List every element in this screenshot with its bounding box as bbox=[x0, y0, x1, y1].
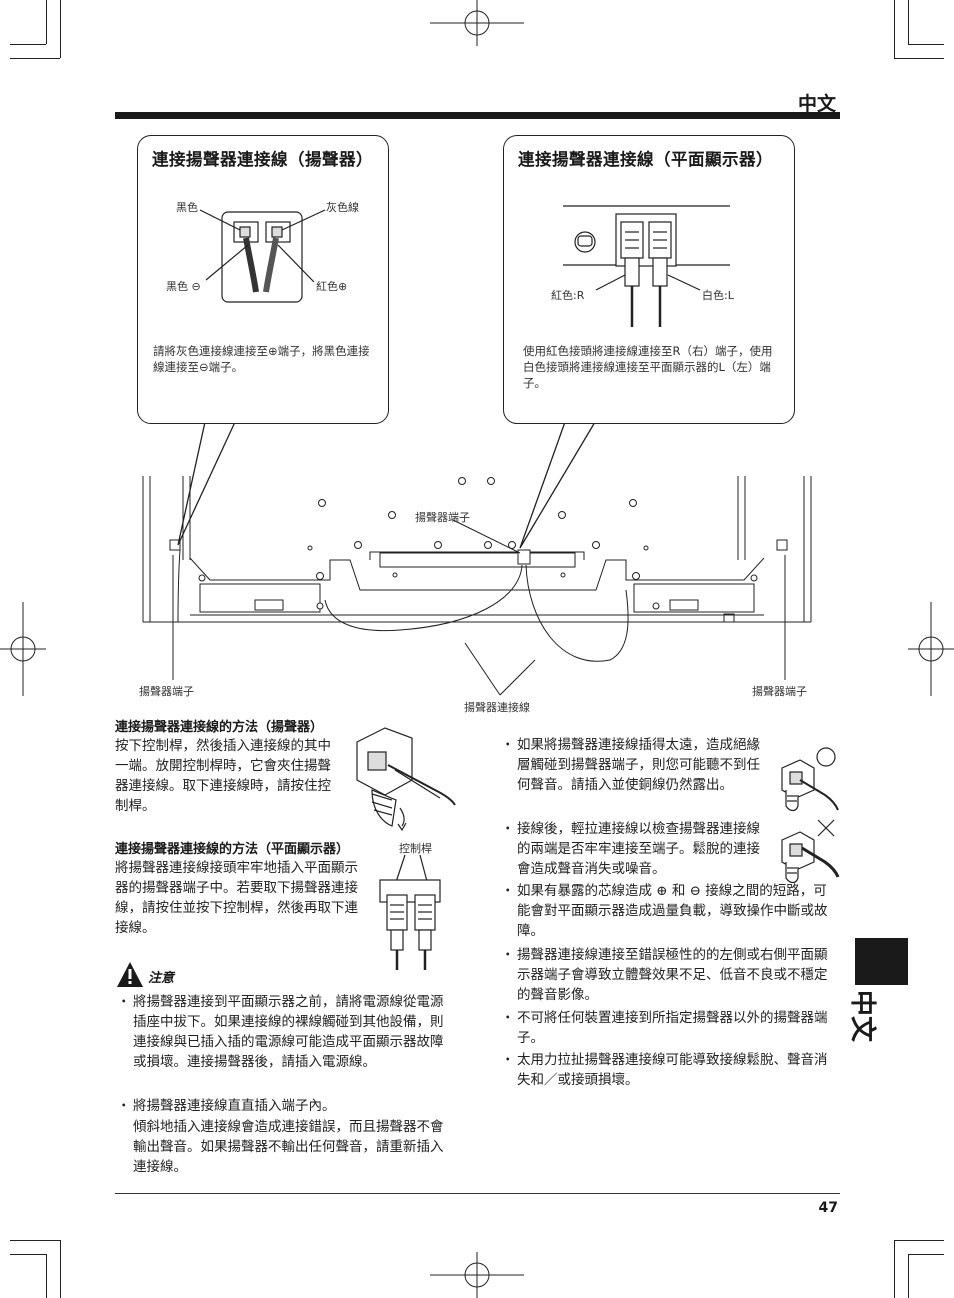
crop-mark bbox=[894, 1240, 944, 1241]
caution-item: ・ 將揚聲器連接到平面顯示器之前，請將電源線從電源插座中拔下。如果連接線的裸線觸… bbox=[117, 992, 455, 1072]
callout-display-note: 使用紅色接頭將連接線連接至R（右）端子，使用白色接頭將連接線連接至平面顯示器的L… bbox=[523, 344, 773, 390]
bullet-dot: ・ bbox=[117, 1098, 131, 1114]
crop-mark bbox=[894, 0, 895, 58]
side-tab bbox=[855, 938, 908, 985]
header-rule bbox=[115, 112, 840, 119]
crop-mark bbox=[908, 0, 909, 44]
label-speaker-terminal-left: 揚聲器端子 bbox=[139, 685, 194, 698]
right-bullet-text: 如果將揚聲器連接線插得太遠，造成絕緣層觸碰到揚聲器端子，則您可能聽不到任何聲音。… bbox=[517, 737, 760, 793]
crop-mark bbox=[46, 1254, 47, 1298]
right-bullet-text: 不可將任何裝置連接到所指定揚聲器以外的揚聲器端子。 bbox=[517, 1010, 828, 1046]
bullet-dot: ・ bbox=[117, 994, 131, 1010]
label-speaker-cable: 揚聲器連接線 bbox=[464, 701, 530, 714]
caution-item-text: 將揚聲器連接線直直插入端子內。 bbox=[133, 1098, 336, 1114]
warning-icon bbox=[117, 962, 143, 987]
caution-item-text: 傾斜地插入連接線會造成連接錯誤，而且揚聲器不會輸出聲音。如果揚聲器不輸出任何聲音… bbox=[133, 1119, 444, 1175]
crop-mark bbox=[46, 0, 47, 44]
crop-mark bbox=[894, 1240, 895, 1298]
section-speaker-body: 按下控制桿，然後插入連接線的其中一端。放開控制桿時，它會夾住揚聲器連接線。取下連… bbox=[115, 738, 331, 814]
crop-mark bbox=[10, 58, 60, 59]
incorrect-insertion-illustration bbox=[781, 819, 840, 884]
display-rear-diagram bbox=[142, 476, 812, 696]
bullet-dot: ・ bbox=[501, 883, 515, 899]
bullet-dot: ・ bbox=[501, 1010, 515, 1026]
callout-speaker-title: 連接揚聲器連接線（揚聲器） bbox=[152, 150, 373, 169]
label-red-plus: 紅色⊕ bbox=[316, 280, 348, 293]
crop-mark bbox=[908, 1254, 909, 1298]
crop-mark bbox=[10, 44, 46, 45]
label-red-r: 紅色:R bbox=[551, 289, 585, 302]
language-label: 中文 bbox=[797, 93, 836, 115]
label-white-l: 白色:L bbox=[702, 289, 734, 302]
bullet-dot: ・ bbox=[501, 947, 515, 963]
crop-mark bbox=[60, 1240, 61, 1298]
bullet-dot: ・ bbox=[501, 821, 515, 837]
callout-pointer bbox=[177, 421, 596, 549]
right-bullet-text: 太用力拉扯揚聲器連接線可能導致接線鬆脫、聲音消失和／或接頭損壞。 bbox=[517, 1052, 828, 1088]
callout-display-title: 連接揚聲器連接線（平面顯示器） bbox=[518, 150, 773, 169]
right-bullet-text: 接線後，輕拉連接線以檢查揚聲器連接線的兩端是否牢牢連接至端子。鬆脫的連接會造成聲… bbox=[517, 821, 760, 877]
label-speaker-terminal-right: 揚聲器端子 bbox=[752, 685, 807, 698]
bullet-dot: ・ bbox=[501, 737, 515, 753]
crop-mark bbox=[908, 44, 944, 45]
crop-mark bbox=[894, 58, 944, 59]
section-display-heading: 連接揚聲器連接線的方法（平面顯示器） bbox=[115, 842, 350, 857]
label-gray-wire: 灰色線 bbox=[326, 201, 359, 214]
crop-mark bbox=[908, 1254, 944, 1255]
footer-rule bbox=[115, 1193, 840, 1194]
display-terminal-illustration bbox=[563, 205, 730, 327]
section-speaker-heading: 連接揚聲器連接線的方法（揚聲器） bbox=[115, 720, 324, 735]
right-bullet: ・ 如果有暴露的芯線造成 ⊕ 和 ⊖ 接線之間的短路，可能會對平面顯示器造成過量… bbox=[501, 881, 839, 941]
bullet-dot: ・ bbox=[501, 1052, 515, 1068]
label-speaker-terminal-center: 揚聲器端子 bbox=[415, 511, 470, 524]
label-black-top: 黑色 bbox=[176, 201, 198, 214]
caution-item-text: 將揚聲器連接到平面顯示器之前，請將電源線從電源插座中拔下。如果連接線的裸線觸碰到… bbox=[133, 994, 444, 1070]
caution-item-continuation: 傾斜地插入連接線會造成連接錯誤，而且揚聲器不會輸出聲音。如果揚聲器不輸出任何聲音… bbox=[133, 1117, 455, 1177]
right-bullet: ・ 不可將任何裝置連接到所指定揚聲器以外的揚聲器端子。 bbox=[501, 1008, 839, 1048]
crop-mark bbox=[10, 1240, 60, 1241]
lever-label: 控制桿 bbox=[399, 842, 432, 855]
right-bullet-text: 揚聲器連接線連接至錯誤極性的的左側或右側平面顯示器端子會導致立體聲效果不足、低音… bbox=[517, 947, 828, 1003]
caution-item: ・ 將揚聲器連接線直直插入端子內。 bbox=[117, 1096, 455, 1116]
speaker-terminal-illustration bbox=[199, 209, 326, 303]
section-display-body: 將揚聲器連接線接頭牢牢地插入平面顯示器的揚聲器端子中。若要取下揚聲器連接線，請按… bbox=[115, 860, 358, 936]
right-bullet: ・ 太用力拉扯揚聲器連接線可能導致接線鬆脫、聲音消失和／或接頭損壞。 bbox=[501, 1050, 839, 1090]
right-bullet-text: 如果有暴露的芯線造成 ⊕ 和 ⊖ 接線之間的短路，可能會對平面顯示器造成過量負載… bbox=[517, 883, 828, 939]
crop-mark bbox=[10, 1254, 46, 1255]
callout-speaker-note: 請將灰色連接線連接至⊕端子，將黑色連接線連接至⊖端子。 bbox=[153, 344, 370, 374]
right-bullet: ・ 接線後，輕拉連接線以檢查揚聲器連接線的兩端是否牢牢連接至端子。鬆脫的連接會造… bbox=[501, 819, 761, 879]
side-tab-label: 中文 bbox=[847, 990, 877, 1043]
right-bullet: ・ 如果將揚聲器連接線插得太遠，造成絕緣層觸碰到揚聲器端子，則您可能聽不到任何聲… bbox=[501, 735, 761, 795]
display-plug-illustration bbox=[379, 854, 441, 970]
crop-mark bbox=[60, 0, 61, 58]
callout-display bbox=[503, 135, 795, 424]
right-bullet: ・ 揚聲器連接線連接至錯誤極性的的左側或右側平面顯示器端子會導致立體聲效果不足、… bbox=[501, 945, 839, 1005]
correct-insertion-illustration bbox=[781, 747, 839, 812]
callout-speaker bbox=[137, 135, 389, 424]
lever-press-illustration bbox=[356, 727, 456, 832]
page-number: 47 bbox=[818, 1200, 838, 1216]
caution-title: 注意 bbox=[148, 971, 175, 986]
label-black-minus: 黑色 ⊖ bbox=[166, 280, 201, 293]
